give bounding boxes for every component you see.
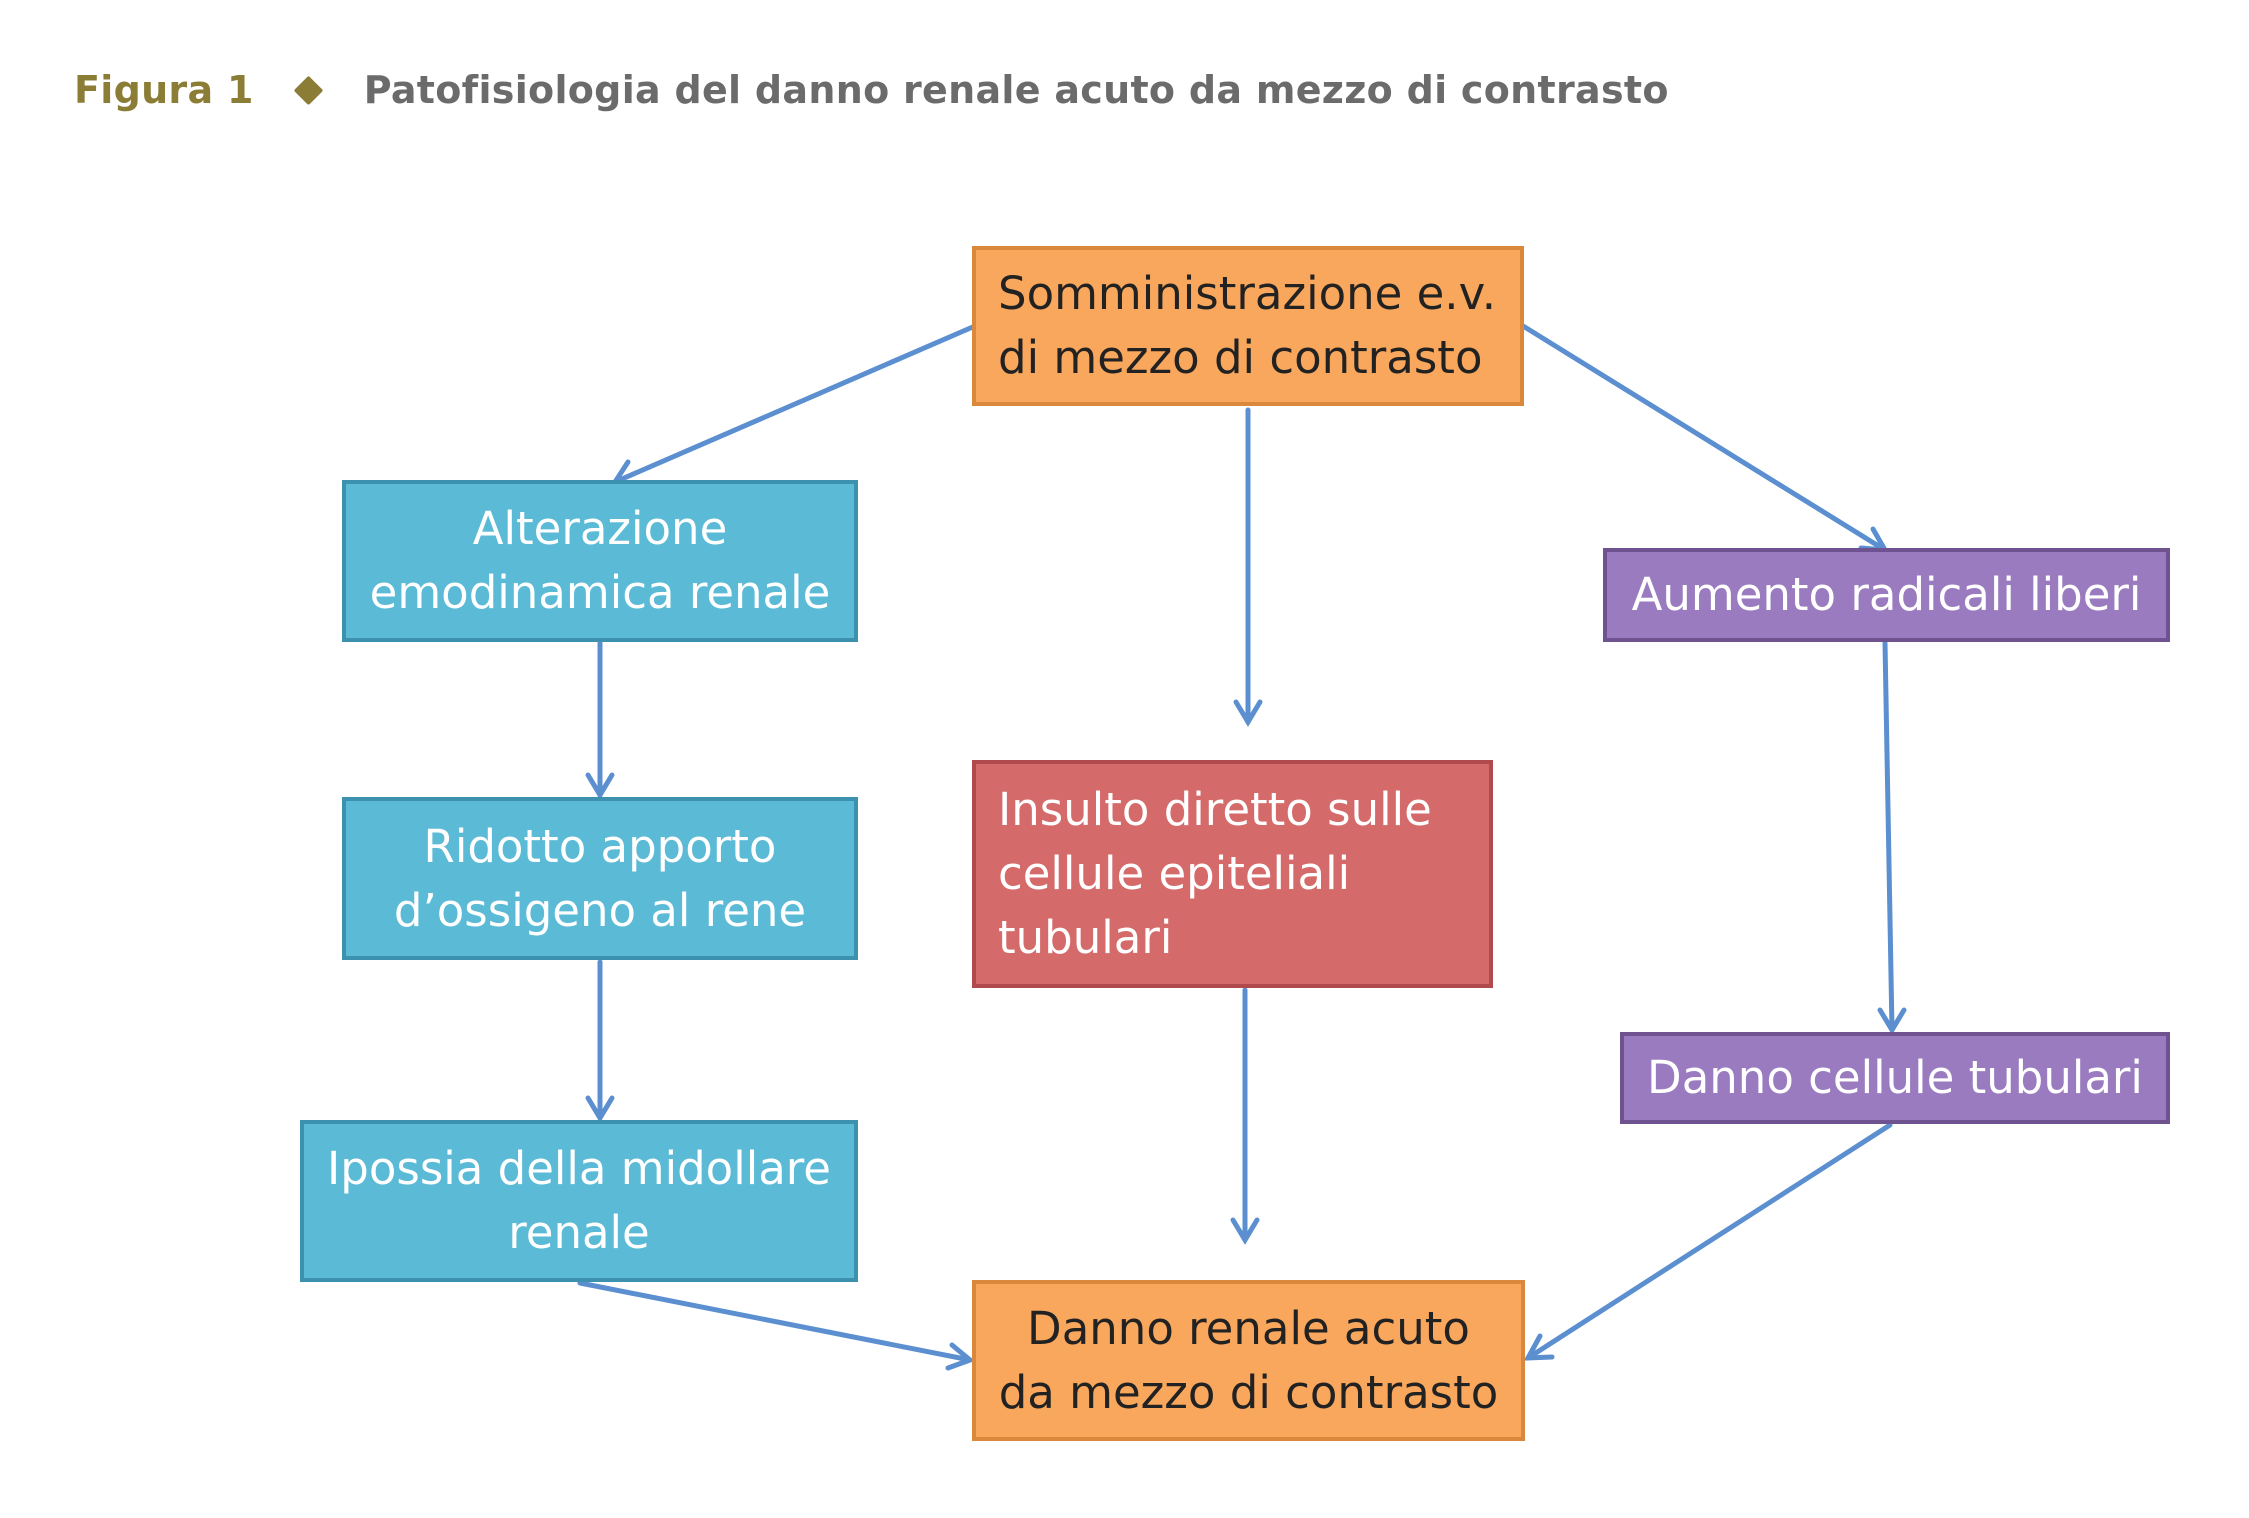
arrow-start-to-hemodynamic — [612, 323, 978, 485]
node-tubular-cell-damage: Danno cellule tubulari — [1620, 1032, 2170, 1124]
node-label: Danno cellule tubulari — [1647, 1051, 2143, 1104]
node-direct-insult: Insulto diretto sulle cellule epiteliali… — [972, 760, 1493, 988]
node-label: Alterazione emodinamica renale — [369, 502, 831, 619]
figure-label: Figura 1 — [74, 68, 254, 112]
node-label: Ipossia della midollare renale — [327, 1142, 831, 1259]
node-contrast-aki: Danno renale acuto da mezzo di contrasto — [972, 1280, 1525, 1441]
node-free-radicals: Aumento radicali liberi — [1603, 548, 2170, 642]
arrowhead-icon — [945, 1342, 975, 1371]
node-reduced-oxygen: Ridotto apporto d’ossigeno al rene — [342, 797, 858, 960]
arrow-tubular-damage-to-outcome — [1525, 1122, 1893, 1361]
arrowhead-icon — [1233, 699, 1263, 727]
arrowhead-icon — [585, 772, 615, 800]
node-label: Ridotto apporto d’ossigeno al rene — [393, 819, 807, 937]
node-label: Danno renale acuto da mezzo di contrasto — [998, 1301, 1499, 1419]
node-hemodynamic-alteration: Alterazione emodinamica renale — [342, 480, 858, 642]
node-contrast-administration: Somministrazione e.v. di mezzo di contra… — [972, 246, 1524, 406]
arrow-radicals-to-tubular-damage — [1882, 640, 1895, 1033]
arrowhead-icon — [585, 1095, 615, 1123]
node-label: Somministrazione e.v. di mezzo di contra… — [998, 267, 1497, 384]
node-medullary-hypoxia: Ipossia della midollare renale — [300, 1120, 858, 1282]
arrowhead-icon — [1523, 1333, 1555, 1361]
node-label: Aumento radicali liberi — [1631, 568, 2142, 621]
arrowhead-icon — [1230, 1217, 1260, 1245]
arrow-start-to-radicals — [1520, 323, 1888, 553]
node-label: Insulto diretto sulle cellule epiteliali… — [998, 783, 1432, 964]
arrow-hypoxia-to-outcome — [577, 1280, 973, 1363]
figure-caption: Figura 1 Patofisiologia del danno renale… — [74, 62, 1669, 118]
arrowhead-icon — [1877, 1007, 1907, 1035]
figure-title: Patofisiologia del danno renale acuto da… — [363, 68, 1669, 112]
